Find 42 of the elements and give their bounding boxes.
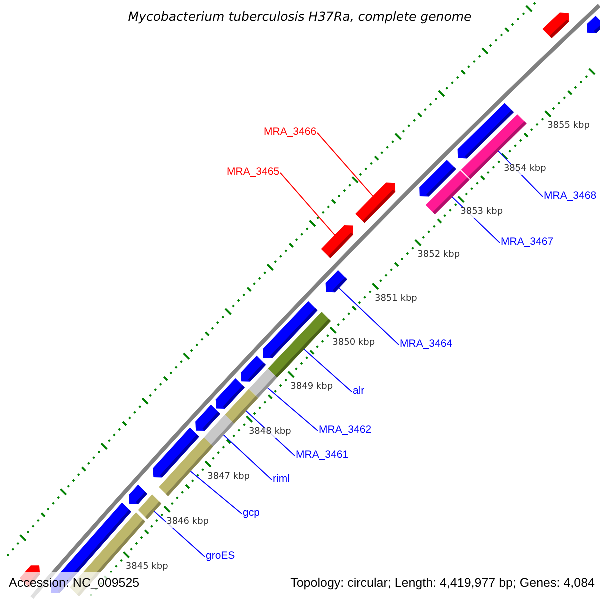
accession-text: Accession: NC_009525 bbox=[9, 576, 140, 591]
pointed-gene-block bbox=[542, 12, 570, 38]
scale-label: 3846 kbp bbox=[166, 518, 210, 528]
pointed-gene-block bbox=[587, 16, 600, 34]
scale-label: 3854 kbp bbox=[502, 165, 548, 175]
scale-label: 3845 kbp bbox=[124, 563, 170, 574]
gene-label: MRA_3461 bbox=[296, 450, 349, 462]
pointed-gene-block bbox=[356, 182, 396, 224]
gene-label: MRA_3467 bbox=[501, 237, 554, 249]
pointed-gene-block bbox=[321, 226, 354, 258]
scale-label: 3850 kbp bbox=[332, 338, 376, 349]
scale-label: 3855 kbp bbox=[546, 122, 591, 132]
leader-line bbox=[317, 132, 374, 197]
leader-line bbox=[338, 288, 400, 346]
gene-label: MRA_3464 bbox=[400, 339, 453, 351]
gene-label: MRA_3462 bbox=[319, 425, 372, 437]
gene-block bbox=[204, 414, 234, 447]
gene-label: MRA_3465 bbox=[227, 167, 280, 179]
gene-label: gcp bbox=[243, 508, 260, 520]
topology-text: Topology: circular; Length: 4,419,977 bp; Genes: 4,084 bbox=[290, 576, 595, 591]
scale-label: 3849 kbp bbox=[290, 383, 334, 394]
gene-block bbox=[225, 389, 258, 424]
map-title: Mycobacterium tuberculosis H37Ra, complete genome bbox=[127, 9, 473, 24]
scale-label: 3847 kbp bbox=[206, 472, 252, 483]
leader-line bbox=[280, 172, 336, 236]
scale-label: 3848 kbp bbox=[248, 428, 292, 438]
leader-line bbox=[223, 434, 272, 480]
scale-label: 3851 kbp bbox=[374, 294, 418, 305]
gene-block bbox=[268, 312, 332, 378]
gene-block bbox=[138, 494, 162, 520]
gene-label: MRA_3466 bbox=[264, 127, 317, 139]
scale-label: 3853 kbp bbox=[460, 208, 504, 218]
pointed-gene-block bbox=[326, 270, 348, 293]
gene-label: groES bbox=[206, 551, 236, 563]
gene-label: alr bbox=[353, 386, 365, 398]
leader-line bbox=[267, 388, 318, 432]
scale-label: 3852 kbp bbox=[416, 251, 462, 262]
pointed-gene-block bbox=[129, 484, 148, 504]
leader-line bbox=[190, 471, 242, 514]
gene-label: MRA_3468 bbox=[544, 191, 597, 203]
gene-label: riml bbox=[273, 474, 290, 486]
leader-line bbox=[154, 511, 206, 558]
